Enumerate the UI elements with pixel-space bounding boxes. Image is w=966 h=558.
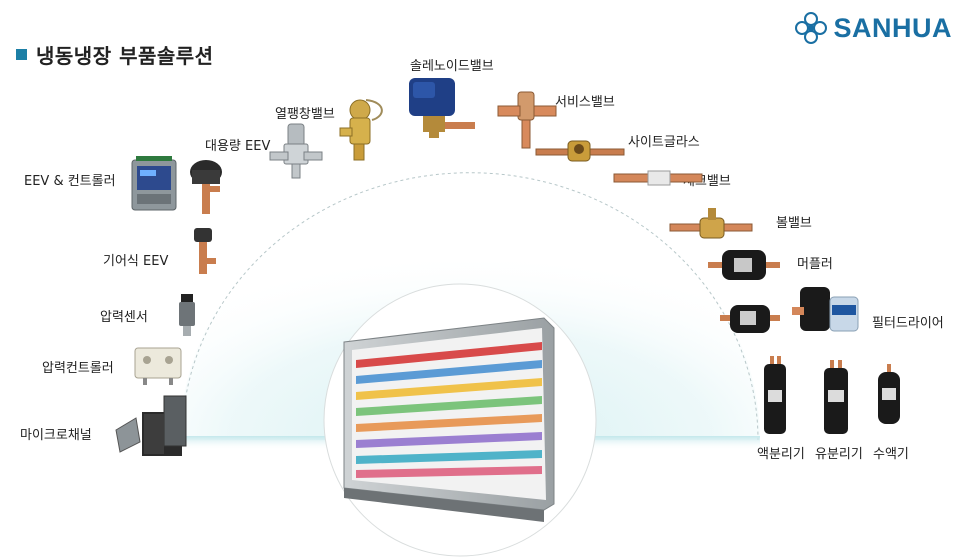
eev-controller-image (131, 156, 177, 211)
label-pressure-sensor: 압력센서 (100, 310, 148, 325)
sanhua-logo-icon (795, 12, 828, 44)
label-gas-eev: 기어식 EEV (103, 254, 169, 269)
label-expansion-valve: 열팽창밸브 (275, 107, 335, 122)
ball-valve-image (669, 208, 753, 239)
label-muffler: 머플러 (797, 257, 833, 272)
label-filter-drier: 필터드라이어 (872, 316, 944, 331)
service-valve-image (497, 91, 557, 149)
pressure-sensor-image (179, 294, 195, 336)
pressure-controller-image (134, 347, 182, 385)
label-oil-separator: 유분리기 (815, 447, 863, 462)
label-eev-controller: EEV & 컨트롤러 (24, 174, 116, 189)
refrigerated-showcase-image (343, 317, 555, 522)
microchannel-image (115, 395, 187, 456)
check-valve-image (613, 170, 703, 186)
capacity-eev-image (269, 123, 323, 179)
accumulator-image (764, 356, 786, 434)
filter-drier-image (720, 287, 859, 333)
label-pressure-controller: 압력컨트롤러 (42, 361, 114, 376)
title-bullet (16, 49, 27, 60)
gas-eev-image (194, 228, 216, 274)
label-solenoid-valve: 솔레노이드밸브 (410, 59, 494, 74)
eev-valve-image (190, 160, 222, 214)
receiver-image (878, 364, 900, 424)
page-title: 냉동냉장 부품솔루션 (36, 44, 214, 68)
muffler-image (708, 250, 780, 280)
oil-separator-image (824, 360, 848, 434)
label-sight-glass: 사이트글라스 (628, 135, 700, 150)
title-group: 냉동냉장 부품솔루션 (16, 40, 214, 69)
label-microchannel: 마이크로채널 (20, 428, 92, 443)
label-service-valve: 서비스밸브 (555, 95, 615, 110)
expansion-valve-image (339, 99, 383, 161)
label-accumulator: 액분리기 (757, 447, 805, 462)
label-receiver: 수액기 (873, 447, 909, 462)
logo-text: SANHUA (833, 12, 952, 43)
label-capacity-eev: 대용량 EEV (205, 139, 271, 154)
brand-logo: SANHUA (793, 10, 952, 46)
label-ball-valve: 볼밸브 (776, 216, 812, 231)
solenoid-valve-image (409, 78, 475, 138)
sight-glass-image (535, 140, 625, 162)
